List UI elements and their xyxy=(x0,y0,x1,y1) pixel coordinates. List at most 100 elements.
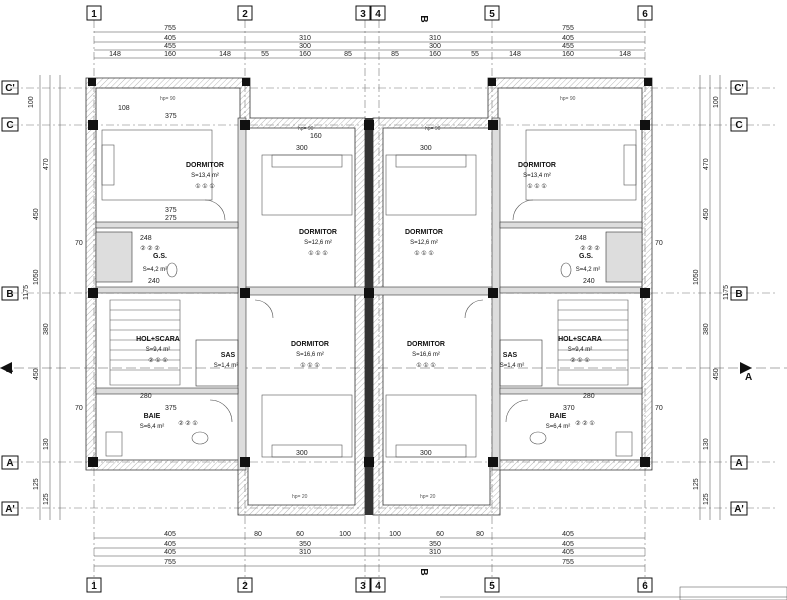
svg-text:125: 125 xyxy=(703,493,710,505)
svg-text:450: 450 xyxy=(713,368,720,380)
svg-text:148: 148 xyxy=(619,51,631,58)
svg-text:S=4,2 m²: S=4,2 m² xyxy=(143,267,168,273)
svg-text:S=9,4 m²: S=9,4 m² xyxy=(568,347,593,353)
svg-text:A': A' xyxy=(734,504,744,515)
svg-text:300: 300 xyxy=(299,43,311,50)
svg-text:S=16,6 m²: S=16,6 m² xyxy=(412,352,440,358)
svg-text:125: 125 xyxy=(693,478,700,490)
svg-text:300: 300 xyxy=(420,450,432,457)
axis-labels-side: C' C B A A' C' C B A A' A A xyxy=(0,80,752,516)
room-name: DORMITOR xyxy=(299,229,337,236)
svg-text:148: 148 xyxy=(509,51,521,58)
furniture xyxy=(101,129,637,458)
svg-text:60: 60 xyxy=(296,531,304,538)
svg-text:80: 80 xyxy=(254,531,262,538)
svg-text:405: 405 xyxy=(562,35,574,42)
svg-text:380: 380 xyxy=(703,323,710,335)
dimensions-sides xyxy=(39,75,721,520)
svg-text:② ① ①: ② ① ① xyxy=(570,357,589,364)
svg-text:455: 455 xyxy=(164,43,176,50)
svg-text:85: 85 xyxy=(391,51,399,58)
dims-left-labels: 100 470 450 70 1050 1175 380 450 70 130 … xyxy=(23,96,83,505)
svg-text:1050: 1050 xyxy=(693,269,700,285)
svg-text:② ② ②: ② ② ② xyxy=(140,245,159,252)
svg-text:405: 405 xyxy=(164,531,176,538)
title-block xyxy=(440,586,787,600)
svg-text:1050: 1050 xyxy=(33,269,40,285)
svg-text:② ② ①: ② ② ① xyxy=(178,420,197,427)
svg-text:160: 160 xyxy=(164,51,176,58)
svg-text:470: 470 xyxy=(43,158,50,170)
svg-text:755: 755 xyxy=(562,25,574,32)
svg-text:455: 455 xyxy=(562,43,574,50)
svg-text:S=4,2 m²: S=4,2 m² xyxy=(576,267,601,273)
svg-text:S=13,4 m²: S=13,4 m² xyxy=(191,173,219,179)
svg-text:C': C' xyxy=(5,83,15,94)
exterior-walls xyxy=(85,77,653,516)
room-name: G.S. xyxy=(153,253,167,260)
room-name: DORMITOR xyxy=(186,162,224,169)
svg-text:755: 755 xyxy=(164,559,176,566)
svg-text:① ① ①: ① ① ① xyxy=(195,183,214,190)
inner-dimensions: 108 375 275 375 300 160 300 300 248 248 … xyxy=(118,96,595,500)
svg-text:55: 55 xyxy=(261,51,269,58)
svg-text:S=9,4 m²: S=9,4 m² xyxy=(146,347,171,353)
svg-text:755: 755 xyxy=(562,559,574,566)
svg-text:148: 148 xyxy=(109,51,121,58)
svg-text:C: C xyxy=(6,120,13,131)
svg-text:85: 85 xyxy=(344,51,352,58)
svg-text:405: 405 xyxy=(562,549,574,556)
svg-text:5: 5 xyxy=(489,581,495,592)
dims-top-labels: 755 755 405 310 310 405 455 300 300 455 … xyxy=(109,25,631,58)
svg-text:160: 160 xyxy=(310,133,322,140)
svg-text:405: 405 xyxy=(562,541,574,548)
svg-text:100: 100 xyxy=(713,96,720,108)
svg-text:hp= 90: hp= 90 xyxy=(425,126,441,132)
room-name: SAS xyxy=(503,352,518,359)
dims-bottom-labels: 405 80 60 100 100 60 80 405 405 350 350 … xyxy=(164,531,574,566)
svg-text:125: 125 xyxy=(33,478,40,490)
svg-text:1175: 1175 xyxy=(723,285,730,300)
dims-right-labels: 100 470 450 70 1050 1175 380 450 70 130 … xyxy=(655,96,730,505)
svg-text:300: 300 xyxy=(420,145,432,152)
svg-text:S=6,4 m²: S=6,4 m² xyxy=(546,424,571,430)
svg-text:① ① ①: ① ① ① xyxy=(416,362,435,369)
svg-text:100: 100 xyxy=(339,531,351,538)
room-name: BAIE xyxy=(144,413,161,420)
svg-text:450: 450 xyxy=(33,368,40,380)
svg-text:310: 310 xyxy=(429,549,441,556)
svg-text:S=16,6 m²: S=16,6 m² xyxy=(296,352,324,358)
room-name: HOL+SCARA xyxy=(558,336,602,343)
columns xyxy=(88,78,652,467)
svg-text:② ② ②: ② ② ② xyxy=(580,245,599,252)
svg-text:3: 3 xyxy=(360,581,366,592)
svg-text:240: 240 xyxy=(583,278,595,285)
svg-text:6: 6 xyxy=(642,581,648,592)
svg-text:405: 405 xyxy=(164,541,176,548)
svg-text:108: 108 xyxy=(118,105,130,112)
axis-1: 1 xyxy=(91,9,97,20)
svg-text:S=12,6 m²: S=12,6 m² xyxy=(410,240,438,246)
svg-text:375: 375 xyxy=(165,405,177,412)
section-mark-bottom: B xyxy=(418,568,429,575)
svg-text:hp= 90: hp= 90 xyxy=(160,96,176,102)
svg-text:375: 375 xyxy=(165,207,177,214)
room-name: G.S. xyxy=(579,253,593,260)
svg-text:310: 310 xyxy=(299,35,311,42)
room-name: SAS xyxy=(221,352,236,359)
svg-text:① ① ①: ① ① ① xyxy=(308,250,327,257)
svg-text:55: 55 xyxy=(471,51,479,58)
svg-text:310: 310 xyxy=(299,549,311,556)
svg-text:hp= 90: hp= 90 xyxy=(560,96,576,102)
svg-text:275: 275 xyxy=(165,215,177,222)
svg-text:② ② ①: ② ② ① xyxy=(575,420,594,427)
axis-2: 2 xyxy=(242,9,248,20)
room-labels: DORMITOR S=13,4 m² ① ① ① DORMITOR S=12,6… xyxy=(136,162,602,430)
svg-text:160: 160 xyxy=(299,51,311,58)
svg-text:470: 470 xyxy=(703,158,710,170)
svg-text:130: 130 xyxy=(703,438,710,450)
dimensions-top xyxy=(94,31,645,59)
axis-6: 6 xyxy=(642,9,648,20)
room-name: DORMITOR xyxy=(407,341,445,348)
